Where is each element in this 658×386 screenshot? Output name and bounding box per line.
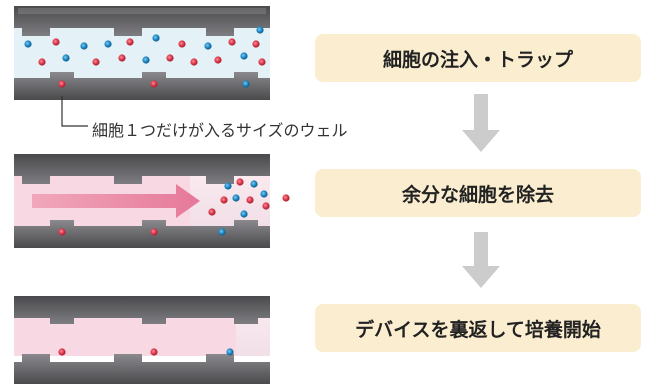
- cell: [208, 208, 216, 216]
- trapped-cell: [58, 80, 66, 88]
- top-wall: [14, 296, 270, 324]
- cell: [204, 42, 212, 50]
- cell: [62, 54, 70, 62]
- cell: [240, 210, 248, 218]
- right-arrow-icon: [32, 184, 200, 218]
- cell: [118, 54, 126, 62]
- cell: [214, 56, 222, 64]
- cell: [52, 38, 60, 46]
- cell: [246, 196, 254, 204]
- cell: [104, 40, 112, 48]
- cell: [38, 58, 46, 66]
- cell: [190, 58, 198, 66]
- cell: [236, 178, 244, 186]
- cell: [232, 194, 240, 202]
- cell: [226, 348, 234, 356]
- cell: [240, 52, 248, 60]
- cell: [228, 38, 236, 46]
- cell: [224, 182, 232, 190]
- cell: [166, 54, 174, 62]
- trapped-cell: [150, 80, 158, 88]
- cell: [92, 58, 100, 66]
- trapped-cell: [242, 80, 250, 88]
- trapped-cell: [218, 228, 226, 236]
- cells: [24, 26, 266, 88]
- trapped-cell: [150, 228, 158, 236]
- top-wall: [14, 6, 270, 36]
- step-injection-label: 細胞の注入・トラップ: [315, 34, 641, 82]
- panel-flipped-culture: [14, 296, 270, 384]
- down-arrow-icon: [462, 232, 500, 288]
- cell: [282, 194, 290, 202]
- panel-injection: [14, 6, 270, 127]
- well-pointer-line: [61, 96, 88, 127]
- bottom-wall: [14, 72, 270, 100]
- cell: [80, 42, 88, 50]
- cell: [250, 180, 258, 188]
- top-wall: [14, 154, 270, 184]
- bottom-wall: [14, 220, 270, 248]
- cell: [262, 202, 270, 210]
- cells: [58, 348, 234, 356]
- cell: [58, 348, 66, 356]
- cell: [258, 58, 266, 66]
- cell: [24, 40, 32, 48]
- cell: [142, 56, 150, 64]
- cells: [58, 178, 290, 236]
- cell: [126, 38, 134, 46]
- cell: [152, 34, 160, 42]
- step-culture-label: デバイスを裏返して培養開始: [315, 304, 641, 352]
- bottom-wall: [14, 354, 270, 384]
- well-size-annotation: 細胞１つだけが入るサイズのウェル: [92, 121, 348, 140]
- down-arrow-icon: [462, 94, 500, 152]
- cell: [178, 40, 186, 48]
- trapped-cell: [58, 228, 66, 236]
- cell: [260, 190, 268, 198]
- step-removal-label: 余分な細胞を除去: [315, 169, 641, 217]
- cell: [150, 348, 158, 356]
- cell: [252, 40, 260, 48]
- panel-removal: [14, 154, 290, 248]
- cell: [220, 196, 228, 204]
- cell: [256, 26, 264, 34]
